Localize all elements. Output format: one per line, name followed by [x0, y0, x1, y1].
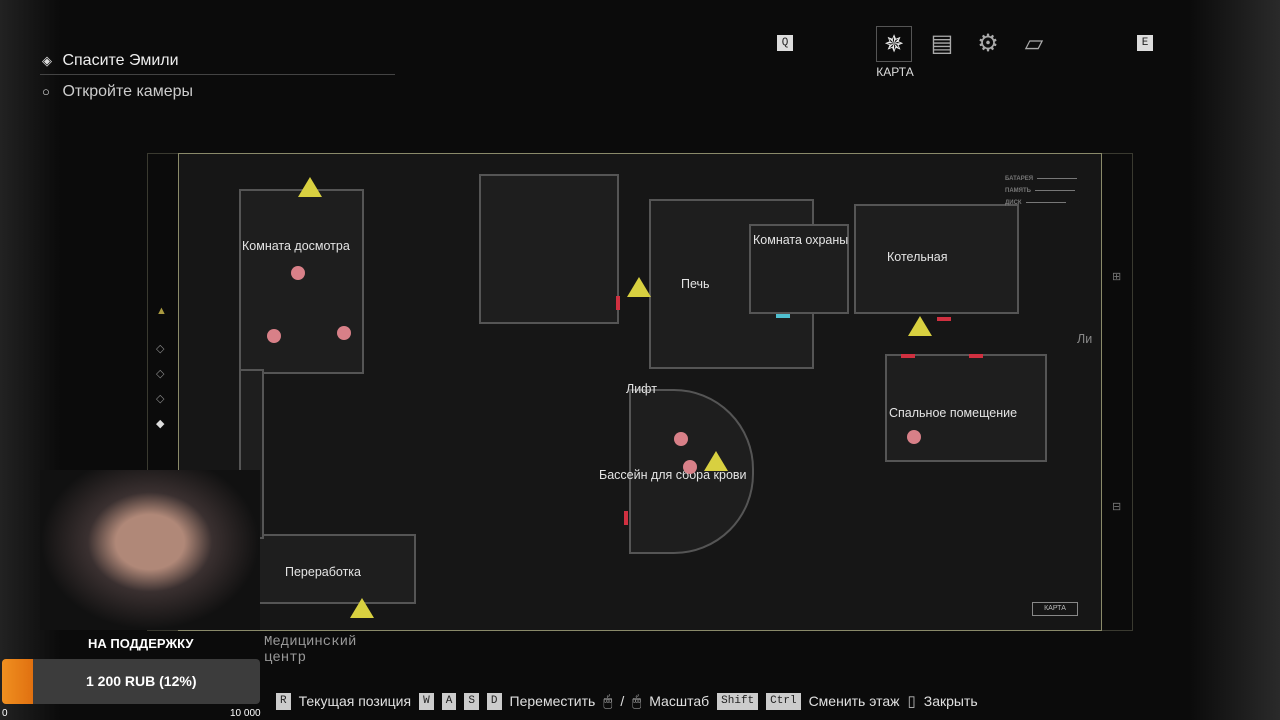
blood-icon[interactable] — [674, 432, 688, 446]
zoom-out-icon[interactable]: ⊟ — [1112, 501, 1122, 513]
room-label: Бассейн для сбора крови — [599, 468, 747, 482]
mouse-wheel-up-icon: 🖱 — [603, 692, 613, 710]
objective-main: ◈ Спасите Эмили — [42, 52, 179, 70]
mouse-right-click-icon: ▯ — [907, 693, 916, 710]
hint-zoom: Масштаб — [649, 693, 710, 709]
door-unlocked — [776, 314, 790, 318]
floor-up-icon[interactable]: ▲ — [156, 305, 167, 317]
room-label: Переработка — [285, 565, 362, 579]
objective-main-text: Спасите Эмили — [62, 52, 179, 69]
zoom-in-icon[interactable]: ⊞ — [1112, 271, 1122, 283]
background-right — [1190, 0, 1280, 720]
hint-move: Переместить — [509, 693, 596, 709]
room-label: Комната досмотра — [242, 239, 350, 253]
key-shift: Shift — [717, 692, 759, 710]
objective-sub: ○ Откройте камеры — [42, 83, 193, 101]
blood-icon[interactable] — [907, 430, 921, 444]
map-legend: БАТАРЕЯ ПАМЯТЬ ДИСК — [1005, 173, 1078, 209]
key-s: S — [464, 692, 479, 710]
room-label: Печь — [681, 277, 710, 291]
room-sleeping — [885, 354, 1047, 462]
hazard-icon[interactable] — [350, 598, 374, 618]
room-inspection — [239, 189, 364, 374]
key-w: W — [419, 692, 434, 710]
circle-icon: ○ — [42, 84, 50, 99]
area-name: Медицинский центр — [264, 634, 357, 666]
inventory-icon[interactable]: ▤ — [930, 30, 954, 57]
hazard-icon[interactable] — [908, 316, 932, 336]
room-label: Ли — [1077, 332, 1093, 346]
floor-marker-icon[interactable]: ◇◇◇◆ — [156, 343, 165, 430]
room-boiler — [854, 204, 1019, 314]
donation-min: 0 — [2, 708, 8, 719]
door-locked — [937, 317, 951, 321]
donation-progress-bar — [2, 659, 260, 704]
key-ctrl: Ctrl — [766, 692, 801, 710]
blood-icon[interactable] — [267, 329, 281, 343]
key-d: D — [486, 692, 502, 710]
next-tab-key[interactable]: E — [1137, 35, 1153, 51]
room-label: Лифт — [626, 382, 657, 396]
slash: / — [620, 693, 625, 709]
controls-hint-bar: R Текущая позиция W A S D Переместить 🖱 … — [276, 692, 978, 710]
legend-item: ДИСК — [1005, 197, 1077, 209]
room-label: Котельная — [887, 250, 948, 264]
objective-sub-text: Откройте камеры — [62, 83, 193, 100]
room-security — [749, 224, 849, 314]
donation-progress-fill — [2, 659, 33, 704]
door-locked — [624, 511, 628, 525]
door-locked — [969, 354, 983, 358]
room-label: Комната охраны — [753, 233, 849, 247]
hazard-icon[interactable] — [298, 177, 322, 197]
hint-close[interactable]: Закрыть — [923, 693, 978, 709]
key-a: A — [441, 692, 457, 710]
room-corridor — [479, 174, 619, 324]
blood-icon[interactable] — [337, 326, 351, 340]
files-icon[interactable]: ▱ — [1024, 30, 1044, 57]
key-r: R — [276, 692, 291, 710]
donation-value: 1 200 RUB (12%) — [86, 673, 197, 689]
hazard-icon[interactable] — [704, 451, 728, 471]
door-locked — [616, 296, 620, 310]
map-area[interactable]: Комната досмотра Печь Комната охраны Кот… — [178, 153, 1102, 631]
divider — [40, 74, 395, 75]
hint-current-position[interactable]: Текущая позиция — [298, 693, 412, 709]
prev-tab-key[interactable]: Q — [777, 35, 793, 51]
door-locked — [901, 354, 915, 358]
settings-icon[interactable]: ⚙ — [977, 30, 999, 57]
legend-item: ПАМЯТЬ — [1005, 185, 1077, 197]
legend-item: БАТАРЕЯ — [1005, 173, 1078, 185]
donation-max: 10 000 — [230, 708, 261, 719]
donation-title: НА ПОДДЕРЖКУ — [88, 636, 194, 651]
tab-map-label: КАРТА — [876, 65, 914, 79]
mouse-wheel-down-icon: 🖱 — [632, 692, 642, 710]
blood-icon[interactable] — [291, 266, 305, 280]
room-label: Спальное помещение — [889, 406, 1018, 420]
blood-icon[interactable] — [683, 460, 697, 474]
hint-change-floor: Сменить этаж — [808, 693, 900, 709]
hazard-icon[interactable] — [627, 277, 651, 297]
webcam-overlay — [40, 470, 260, 630]
map-icon[interactable]: ✵ — [876, 26, 912, 62]
diamond-icon: ◈ — [42, 53, 52, 68]
map-badge: КАРТА — [1032, 602, 1078, 616]
